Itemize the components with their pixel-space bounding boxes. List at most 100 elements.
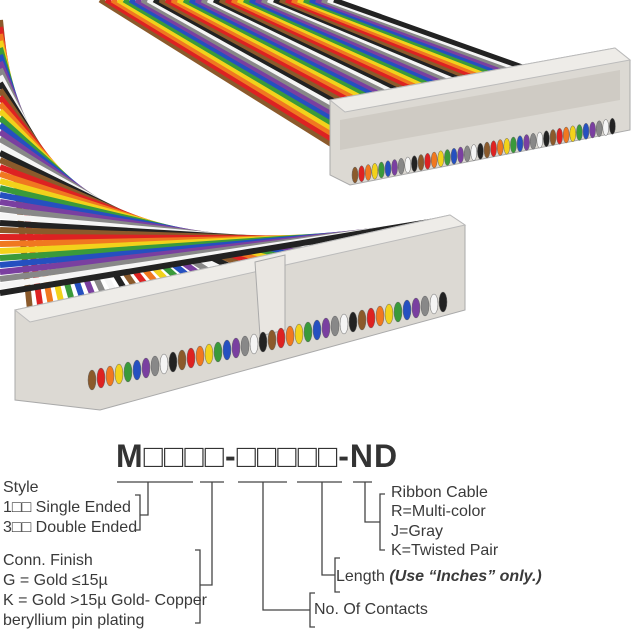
wire-end [609,118,616,135]
wire-end [516,135,524,152]
wire-end [411,155,418,172]
ribbon-option-k: K=Twisted Pair [391,542,499,559]
wire-end [168,351,178,373]
wire-end [523,134,530,151]
wire-end [213,341,223,363]
wire-end [457,146,464,164]
wire-end [357,309,367,331]
wire-end [420,295,430,317]
wire-end [397,158,405,175]
ribbon-option-r: R=Multi-color [391,503,486,520]
wire-end [204,343,214,365]
wire [116,0,363,149]
wire-end [378,161,385,179]
wire-end [222,339,232,361]
wire-end [589,121,596,139]
wire-end [477,143,484,160]
wire-end [529,133,537,150]
wire-end [186,347,196,369]
wire-end [276,327,286,349]
wire-end [364,164,372,181]
wire-end [114,363,124,385]
wire-end [195,345,205,367]
wire-end [105,365,115,387]
wire [104,0,349,151]
wire-end [141,357,151,379]
wire-end [258,331,268,353]
ribbon-cable-heading: Ribbon Cable [391,484,488,501]
wire-end [411,297,421,319]
wire-end [430,151,438,169]
wire-end [549,129,557,146]
ribbon-option-j: J=Gray [391,523,444,540]
wire-end [437,150,445,167]
wire-end [569,125,577,142]
wire-end [87,369,97,391]
wire-end [536,131,544,149]
wire-end [543,130,550,147]
conn-finish-k: K = Gold >15µ Gold- Copper [3,592,207,609]
wire-end [371,163,379,180]
length-note: (Use “Inches” only.) [389,568,542,585]
wire-end [595,120,603,137]
wire-end [450,148,458,165]
part-number-template: M□□□□-□□□□□-ND [116,438,399,474]
wire-end [150,355,160,377]
wire-end [339,313,349,335]
wire [122,0,370,147]
style-heading: Style [3,479,39,496]
connector-left [13,214,467,411]
wire-end [384,303,394,325]
wire-end [351,166,359,184]
length-label: Length (Use “Inches” only.) [336,568,542,586]
wire-end [463,145,471,162]
wire-end [312,319,322,341]
wire-end [177,349,187,371]
wire-end [556,128,563,145]
wire-end [391,159,398,176]
wire-end [438,291,448,313]
wire-end [483,141,491,159]
part-number-legend-lines [117,481,385,628]
conn-finish-k-detail: beryllium pin plating [3,612,145,629]
conn-finish-g: G = Gold ≤15µ [3,572,108,589]
wire-end [96,367,106,389]
wire-end [358,165,365,182]
wire [110,0,356,150]
wire-end [348,311,358,333]
wire-end [303,321,313,343]
wire-end [444,149,451,166]
wire-end [159,353,169,375]
wire-end [496,139,504,156]
wire-end [240,335,250,357]
style-option-single: 1□□ Single Ended [3,499,131,516]
wire-end [424,153,431,170]
wire-end [123,361,133,383]
connector-right [328,47,632,186]
ribbon-cable-lower [0,19,440,311]
style-option-double: 3□□ Double Ended [3,519,138,536]
wire-end [393,301,403,323]
wire-end [132,359,142,381]
wire-end [582,123,590,140]
wire-end [402,299,412,321]
wire-end [249,333,259,355]
wire-end [510,136,517,154]
wire [98,0,342,153]
wire-end [602,119,610,136]
conn-finish-heading: Conn. Finish [3,552,93,569]
wire-end [562,126,570,144]
wire-end [384,160,392,177]
wire-end [267,329,277,351]
wire-end [366,307,376,329]
wire-end [417,154,425,171]
wire-end [576,124,583,141]
wire-end [503,138,511,155]
wire-end [294,323,304,345]
wire-end [231,337,241,359]
wire-end [490,140,497,157]
length-text: Length [336,568,385,585]
wire [0,217,440,296]
no-of-contacts-label: No. Of Contacts [314,601,428,618]
wire-end [330,315,340,337]
